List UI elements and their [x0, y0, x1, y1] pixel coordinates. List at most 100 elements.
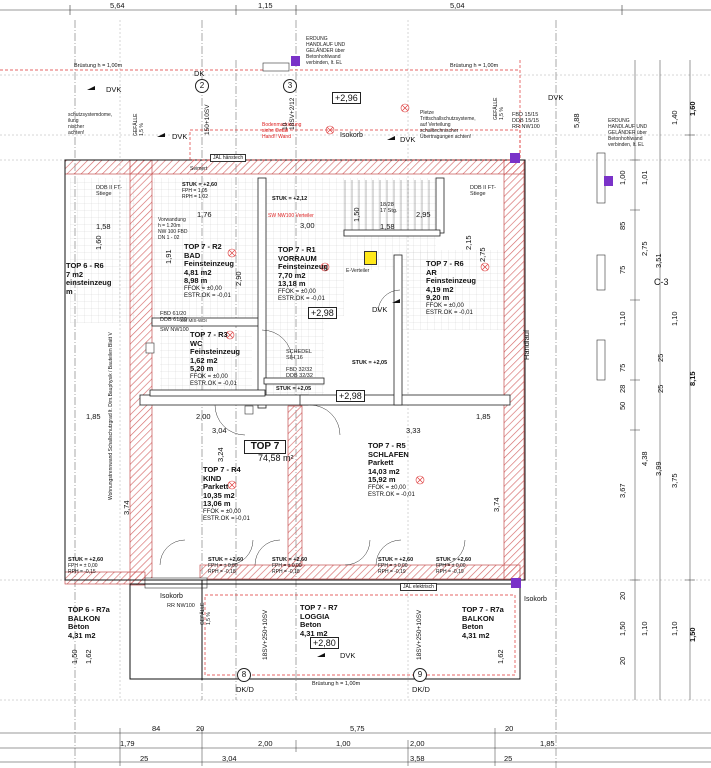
- rdim-1-60: 1,60: [688, 101, 697, 116]
- room-r5-floor: Parkett: [368, 458, 394, 468]
- left-note: schutzsystemdome, ilung nischer achten!: [68, 112, 113, 136]
- dim-2-00a: 2,00: [196, 412, 211, 421]
- rdim-3-99: 3,99: [654, 461, 663, 476]
- room-r7-name: TOP 7 - R7: [300, 603, 338, 612]
- room-r3-estr: ESTR.OK = -0,01: [190, 380, 237, 387]
- room-top6-r6-floor: einsteinzeug: [66, 278, 112, 288]
- gefalle-3: GEFÄLLE 1,5 %: [200, 602, 212, 625]
- room-r3-floor: Feinsteinzeug: [190, 347, 241, 357]
- rdim-5-88: 5,88: [572, 113, 581, 128]
- stuk-4: STUK = +2,05: [276, 386, 312, 392]
- dim-1-91: 1,91: [164, 249, 173, 264]
- room-top6-r7a-area: 4,31 m2: [68, 630, 96, 640]
- room-top6-r6-perim: m: [66, 286, 73, 296]
- sw-nw100-tag: SW NW100: [160, 327, 189, 333]
- room-r2: TOP 7 - R2 BAD Feinsteinzeug 4,81 m2 8,9…: [184, 242, 235, 300]
- dvk-label-4: DVK: [548, 93, 564, 102]
- room-r1-perim: 13,18 m: [278, 279, 306, 289]
- axis-9: 9: [413, 668, 427, 682]
- room-top6-r6: TOP 6 - R6 7 m2 einsteinzeug m: [66, 261, 112, 296]
- vorwand-note: Vorwandung h = 1.20m NW 100 FBD DN 1 - 0…: [158, 217, 188, 241]
- brustung-bottom: Brüstung h = 1,00m: [312, 681, 361, 687]
- level-marker-4: +2,80: [310, 637, 339, 649]
- dvk-label-3: DVK: [400, 135, 416, 144]
- room-r5-name: TOP 7 - R5: [368, 441, 406, 450]
- room-r2-floor: Feinsteinzeug: [184, 259, 235, 269]
- room-r2-name: TOP 7 - R2: [184, 242, 222, 251]
- rdim-1-10b: 1,10: [670, 311, 679, 326]
- dim-1-62a: 1,62: [84, 649, 93, 664]
- dim-3-24: 3,24: [216, 447, 225, 462]
- bdim-20a: 20: [196, 724, 205, 733]
- rdim-1-00: 1,00: [618, 170, 627, 185]
- dim-1-76: 1,76: [197, 210, 212, 219]
- bdim-20b: 20: [505, 724, 514, 733]
- dkd-label-1: DK/D: [236, 685, 254, 694]
- earthing-marker-right: [510, 153, 520, 163]
- dim-1-58a: 1,58: [96, 222, 111, 231]
- rdim-85: 85: [618, 221, 627, 230]
- schedel-tag: SCHEDEL SIH 16: [286, 349, 312, 361]
- isokorb-label-2: Isokorb: [160, 593, 183, 600]
- room-r5-perim: 15,92 m: [368, 475, 396, 485]
- room-r7-floor: Beton: [300, 620, 322, 630]
- room-r2-ffok: FFOK = ±0,00: [184, 285, 222, 292]
- room-r1: TOP 7 - R1 VORRAUM Feinsteinzeug 7,70 m2…: [278, 245, 329, 303]
- room-r7a-floor: Beton: [462, 622, 484, 632]
- stuk-3: STUK = +2,05: [352, 360, 388, 366]
- dk-label-top: DK: [194, 69, 205, 78]
- dvk-label-2: DVK: [172, 132, 188, 141]
- rdim-1-50: 1,50: [688, 627, 697, 642]
- red-note: Bodenmarkierung siehe Detail Hand!! Wand: [262, 122, 302, 140]
- dim-1-85a: 1,85: [86, 412, 101, 421]
- bdim-84: 84: [152, 724, 161, 733]
- room-r7-area: 4,31 m2: [300, 628, 328, 638]
- dim-1-62b: 1,62: [496, 649, 505, 664]
- room-r1-area: 7,70 m2: [278, 270, 306, 280]
- bdim-2-00b: 2,00: [410, 739, 425, 748]
- rdim-1-10d: 1,10: [670, 621, 679, 636]
- room-r5-type: SCHLAFEN: [368, 449, 409, 459]
- duct-label-4: 18SV+250+10SV: [416, 609, 423, 660]
- brustung-right: Brüstung h = 1,00m: [450, 63, 499, 69]
- room-r3-name: TOP 7 - R3: [190, 330, 228, 339]
- duct-label-2: 150+10SV: [204, 104, 211, 135]
- room-r2-area: 4,81 m2: [184, 267, 212, 277]
- room-r4-estr: ESTR.OK = -0,01: [203, 515, 250, 522]
- dim-1-60: 1,60: [94, 235, 103, 250]
- rdim-25: 25: [656, 353, 665, 362]
- rdim-4-38: 4,38: [640, 451, 649, 466]
- room-r6-estr: ESTR.OK = -0,01: [426, 309, 473, 316]
- room-r5: TOP 7 - R5 SCHLAFEN Parkett 14,03 m2 15,…: [368, 441, 415, 499]
- duct-label-1: 10 18SV+2/12: [282, 97, 296, 130]
- fbd61-tag: FBD 61/20 DDB 61/20: [160, 311, 187, 323]
- level-marker-1: +2,96: [332, 92, 361, 104]
- room-r6-floor: Feinsteinzeug: [426, 276, 477, 286]
- room-r3-ffok: FFOK = ±0,00: [190, 373, 228, 380]
- gefalle-2: GEFÄLLE 1,5 %: [493, 97, 505, 120]
- top-dim-2: 1,15: [258, 1, 273, 10]
- rdim-2-75: 2,75: [640, 241, 649, 256]
- dim-1-50: 1,50: [352, 207, 361, 222]
- stair-tag: 18/28 17 Stg.: [380, 202, 398, 214]
- level-marker-2: +2,98: [308, 307, 337, 319]
- e-verteiler-label: E-Verteiler: [346, 268, 370, 274]
- room-r1-type: VORRAUM: [278, 253, 317, 263]
- pletze-note: Pletze Trittschallschutzsysteme, auf Ver…: [420, 110, 476, 140]
- e-distributor-marker: [364, 251, 377, 265]
- ddb-tag-left: DDB II FT- Stiege: [96, 185, 122, 197]
- room-r3-type: WC: [190, 338, 203, 348]
- room-r1-floor: Feinsteinzeug: [278, 262, 329, 272]
- room-top6-r6-area: 7 m2: [66, 269, 84, 279]
- axis-3: 3: [283, 79, 297, 93]
- dim-1-85b: 1,85: [476, 412, 491, 421]
- room-r4-floor: Parkett: [203, 482, 229, 492]
- room-top6-r7a-type: BALKON: [68, 613, 101, 623]
- top-dim-3: 5,04: [450, 1, 465, 10]
- apartment-name: TOP 7: [250, 441, 280, 452]
- dim-1-58b: 1,58: [380, 222, 395, 231]
- room-r6-name: TOP 7 - R6: [426, 259, 464, 268]
